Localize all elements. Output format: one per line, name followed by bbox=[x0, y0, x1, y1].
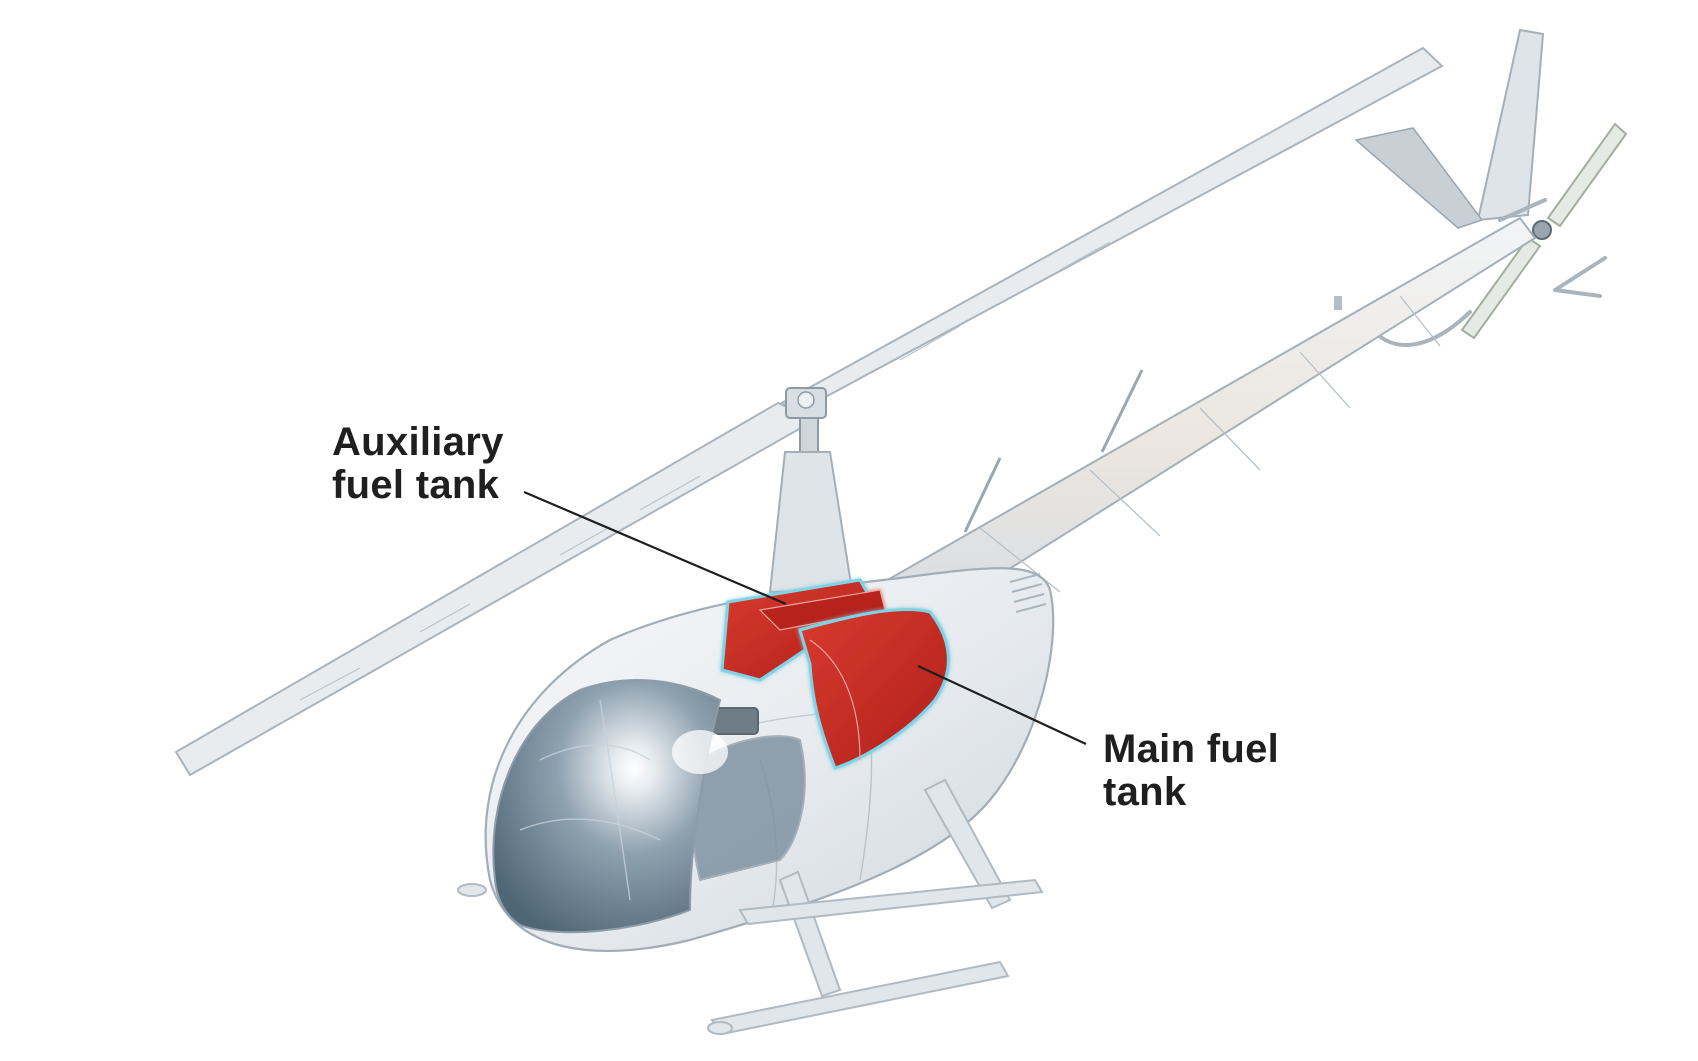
tail-rotor-blade-upper bbox=[1546, 122, 1628, 228]
auxiliary-tank-leader-line bbox=[523, 490, 787, 606]
main-rotor bbox=[174, 46, 1444, 777]
main-label-line-2: tank bbox=[1103, 770, 1187, 814]
rotor-hub bbox=[785, 387, 827, 453]
auxiliary-label-line-1: Auxiliary bbox=[332, 420, 504, 464]
main-fuel-tank-label: Main fuel tank bbox=[1103, 728, 1279, 814]
auxiliary-label-line-2: fuel tank bbox=[332, 463, 500, 507]
main-fuel-tank bbox=[798, 607, 950, 770]
engine-vents bbox=[1009, 573, 1047, 613]
main-label-line-1: Main fuel bbox=[1103, 727, 1280, 771]
tail-boom bbox=[866, 216, 1537, 602]
vertical-stabilizer bbox=[1476, 28, 1545, 222]
tail-rotor-blade-lower bbox=[1460, 236, 1542, 340]
horizontal-stabilizer bbox=[1354, 127, 1484, 229]
landing-skids bbox=[457, 778, 1044, 1036]
mast-fairing bbox=[768, 451, 854, 594]
tail-section bbox=[1354, 28, 1628, 347]
main-tank-leader-line bbox=[917, 665, 1087, 745]
auxiliary-fuel-tank-label: Auxiliary fuel tank bbox=[332, 421, 504, 507]
